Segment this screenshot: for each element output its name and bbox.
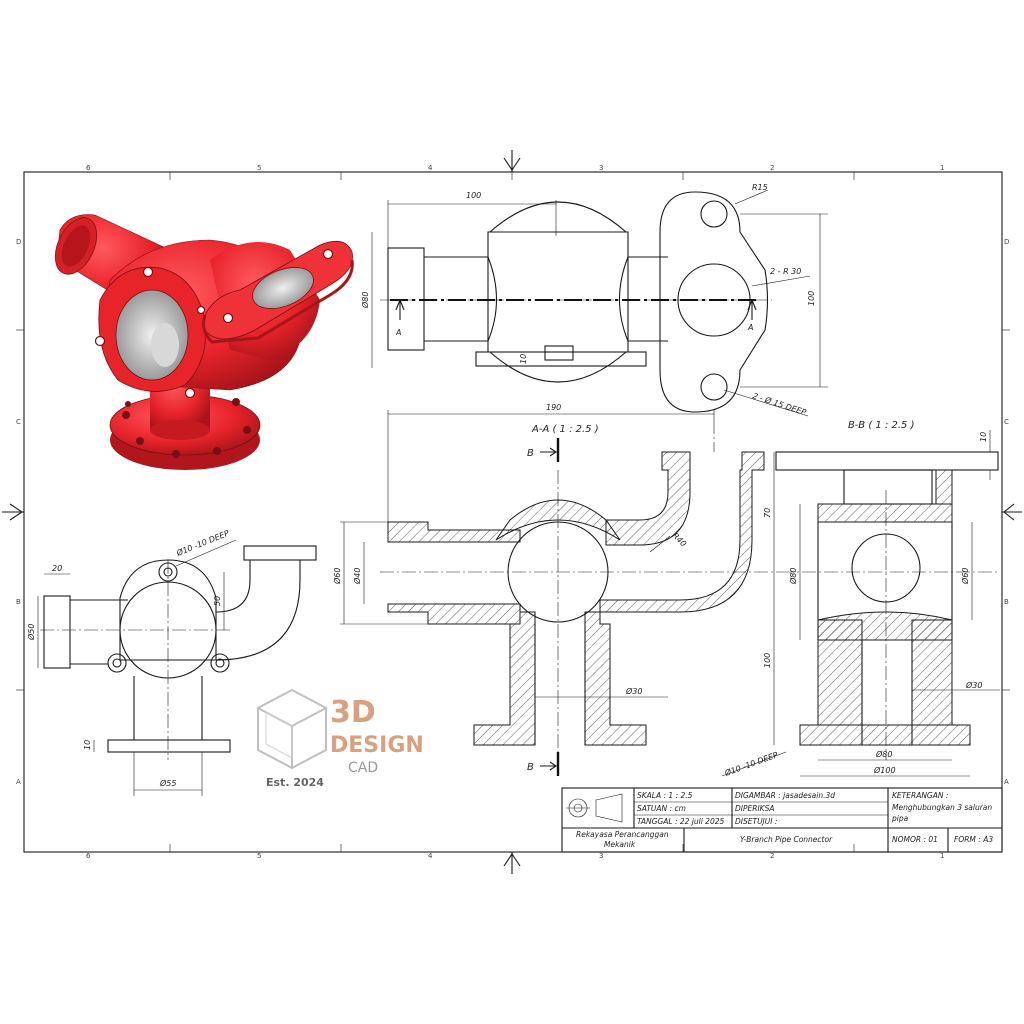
top-view: A A 100 Ø80 100 R15 2 - R 30 2 - Ø 15 DE… (360, 183, 828, 417)
logo-3d-text: 3D (330, 695, 376, 730)
tb-keterangan-text-1: Menghubungkan 3 saluran (892, 803, 992, 812)
company-logo: 3D DESIGN CAD Est. 2024 (257, 688, 424, 789)
zone-col-top-3: 4 (428, 164, 433, 172)
section-aa-title: A-A ( 1 : 2.5 ) (531, 424, 599, 435)
zone-row-right-1: D (1004, 238, 1009, 246)
section-b-label-top: B (527, 448, 534, 459)
tb-company-1: Rekayasa Perancanggan (576, 830, 669, 839)
dim-top-h100: 100 (807, 291, 816, 306)
tb-satuan: SATUAN : cm (637, 804, 686, 813)
zone-col-top-2: 5 (257, 164, 261, 172)
zone-row-right-3: B (1004, 598, 1009, 606)
zone-row-right-4: A (1004, 778, 1009, 786)
dim-top-holes: 2 - Ø 15 DEEP (751, 390, 807, 417)
section-bb-title: B-B ( 1 : 2.5 ) (848, 420, 914, 431)
zone-col-top-1: 6 (86, 164, 91, 172)
tb-part-name: Y-Branch Pipe Connector (740, 835, 833, 844)
tb-keterangan-text-2: pipa (891, 814, 909, 823)
zone-col-top-5: 2 (770, 164, 774, 172)
dim-top-r15: R15 (752, 183, 768, 192)
tb-company-2: Mekanik (604, 840, 636, 849)
section-a-label-right: A (747, 323, 753, 332)
dim-side-d55: Ø55 (159, 778, 176, 788)
dim-top-100: 100 (466, 191, 481, 200)
section-b-label-bottom: B (527, 762, 534, 773)
tb-nomor: NOMOR : 01 (892, 835, 938, 844)
tb-diperiksa: DIPERIKSA (735, 804, 774, 813)
dim-aa-r40: R40 (671, 531, 689, 549)
side-view: 20 Ø50 50 Ø10 -10 DEEP 10 Ø55 (26, 528, 317, 796)
dim-side-holes: Ø10 -10 DEEP (174, 528, 231, 559)
zone-row-left-2: C (16, 418, 21, 426)
zone-col-top-6: 1 (940, 164, 944, 172)
dim-side-50: 50 (213, 596, 222, 606)
zone-col-bottom-3: 4 (428, 852, 433, 860)
dim-bb-d60: Ø60 (960, 568, 970, 585)
logo-cad-text: CAD (348, 760, 378, 776)
zone-col-bottom-5: 2 (770, 852, 774, 860)
dim-top-r30: 2 - R 30 (770, 267, 801, 276)
dim-aa-d40: Ø40 (352, 568, 362, 585)
section-a-label-left: A (395, 328, 401, 337)
logo-est-text: Est. 2024 (266, 776, 324, 789)
title-block: SKALA : 1 : 2.5 SATUAN : cm TANGGAL : 22… (561, 787, 1003, 853)
projection-symbol-icon (566, 793, 623, 823)
dim-top-10: 10 (519, 354, 528, 364)
zone-col-bottom-2: 5 (257, 852, 261, 860)
dim-bb-d100: Ø100 (873, 765, 896, 775)
dim-bb-d80: Ø80 (788, 568, 798, 585)
dim-aa-70: 70 (763, 508, 772, 518)
dim-aa-holes: Ø10 -10 DEEP (722, 749, 779, 778)
zone-col-bottom-4: 3 (599, 852, 603, 860)
tb-digambar: DIGAMBAR : jasadesain.3d (735, 791, 835, 800)
section-aa-view: A-A ( 1 : 2.5 ) B B 190 (332, 403, 787, 778)
dim-aa-100: 100 (763, 653, 772, 668)
tb-keterangan-label: KETERANGAN : (892, 791, 948, 800)
zone-col-bottom-6: 1 (940, 852, 944, 860)
dim-bb-d80b: Ø80 (875, 749, 892, 759)
zone-col-bottom-1: 6 (86, 852, 91, 860)
tb-skala: SKALA : 1 : 2.5 (637, 791, 693, 800)
zone-labels: 6 5 4 3 2 1 6 5 4 3 2 1 D C B A D C B A (16, 164, 1009, 860)
isometric-3d-render (54, 214, 354, 470)
drawing-frame (2, 150, 1022, 874)
zone-col-top-4: 3 (599, 164, 603, 172)
dim-side-d50: Ø50 (26, 624, 36, 641)
dim-aa-190: 190 (546, 403, 561, 412)
tb-form: FORM : A3 (954, 835, 993, 844)
dim-aa-d60: Ø60 (332, 568, 342, 585)
dim-side-10: 10 (83, 740, 92, 750)
section-bb-view: B-B ( 1 : 2.5 ) 10 Ø80 Ø60 Ø30 Ø80 Ø100 (775, 420, 1000, 777)
dim-aa-d30: Ø30 (625, 686, 642, 696)
zone-row-right-2: C (1004, 418, 1009, 426)
zone-row-left-1: D (16, 238, 21, 246)
logo-design-text: DESIGN (330, 733, 424, 758)
dim-top-d80: Ø80 (360, 292, 370, 309)
tb-disetujui: DISETUJUI : (735, 817, 777, 826)
zone-row-left-4: A (16, 778, 21, 786)
zone-row-left-3: B (16, 598, 21, 606)
tb-tanggal: TANGGAL : 22 juli 2025 (637, 817, 724, 826)
dim-bb-10: 10 (979, 432, 988, 442)
dim-bb-d30: Ø30 (965, 680, 982, 690)
dim-side-20: 20 (52, 564, 62, 573)
